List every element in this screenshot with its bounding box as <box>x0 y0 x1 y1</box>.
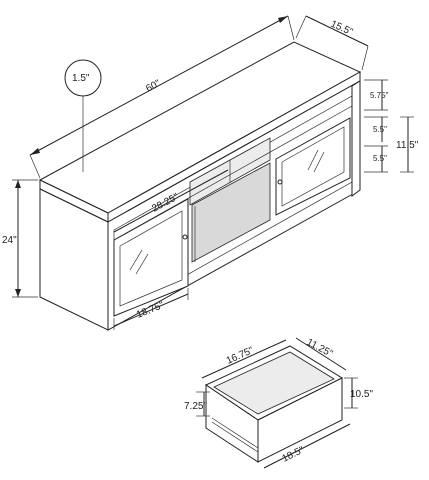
dim-height-arrow-top <box>15 180 21 188</box>
dim-drawer-side-label: 7.25" <box>184 401 207 412</box>
drawer-side <box>205 384 259 463</box>
dim-depth-ext-right <box>361 45 369 71</box>
dim-door-width-line <box>113 293 189 327</box>
drawer-interior <box>213 351 335 415</box>
dim-top-thickness-label: 1.5" <box>72 73 90 84</box>
dim-drawer-inner-label: 11.25" <box>305 337 335 360</box>
dim-height-arrow-bottom <box>15 289 21 297</box>
dim-drawer-inner-line <box>295 337 347 371</box>
left-glass-reflection-1 <box>129 249 143 271</box>
right-glass-reflection-1 <box>307 149 319 171</box>
dim-height: 24" <box>2 179 38 298</box>
dim-width-ext-left <box>29 154 41 179</box>
dim-depth-line <box>305 15 369 47</box>
right-glass-reflection-2 <box>313 151 325 173</box>
right-door-glass-frame <box>281 126 345 207</box>
dim-shelf-lower-label: 5.5" <box>373 154 387 163</box>
dim-width-label: 60" <box>144 78 163 95</box>
dim-top-thickness: 1.5" <box>64 59 102 172</box>
dim-depth-ext-left <box>295 15 307 39</box>
dim-center-opening-line <box>113 169 229 233</box>
dim-width-arrow-right <box>278 16 288 23</box>
dim-width-line <box>29 15 289 156</box>
dim-width-ext-right <box>287 15 295 41</box>
drawer-illustration <box>204 345 344 463</box>
right-door-knob <box>277 179 283 185</box>
dim-depth-label: 15.5" <box>329 19 355 39</box>
dim-drawer-depth-line <box>201 339 287 379</box>
left-door-glass-frame <box>119 210 183 307</box>
drawer-runner-2 <box>211 421 259 453</box>
dim-height-label: 24" <box>2 235 17 246</box>
tv-stand-illustration <box>38 41 362 331</box>
drawer-runner <box>211 417 259 449</box>
dim-cabinet-label: 11.5" <box>396 140 419 151</box>
dim-drawer-depth-label: 16.75" <box>225 345 256 367</box>
right-door <box>275 117 351 216</box>
dim-drawer-width-line <box>263 423 351 469</box>
dim-top-shelf-label: 5.75" <box>370 91 389 100</box>
left-door-knob <box>182 234 188 240</box>
left-door <box>113 198 189 317</box>
center-sliding-door <box>191 162 271 263</box>
dim-shelf-upper-label: 5.5" <box>373 125 387 134</box>
dim-width-arrow-left <box>30 148 40 155</box>
left-glass-reflection-2 <box>135 253 149 275</box>
dim-drawer-height-label: 10.5" <box>350 389 373 400</box>
dim-right-stack: 5.75" 5.5" 5.5" 11.5" <box>364 79 419 173</box>
stand-right-side <box>351 80 361 197</box>
